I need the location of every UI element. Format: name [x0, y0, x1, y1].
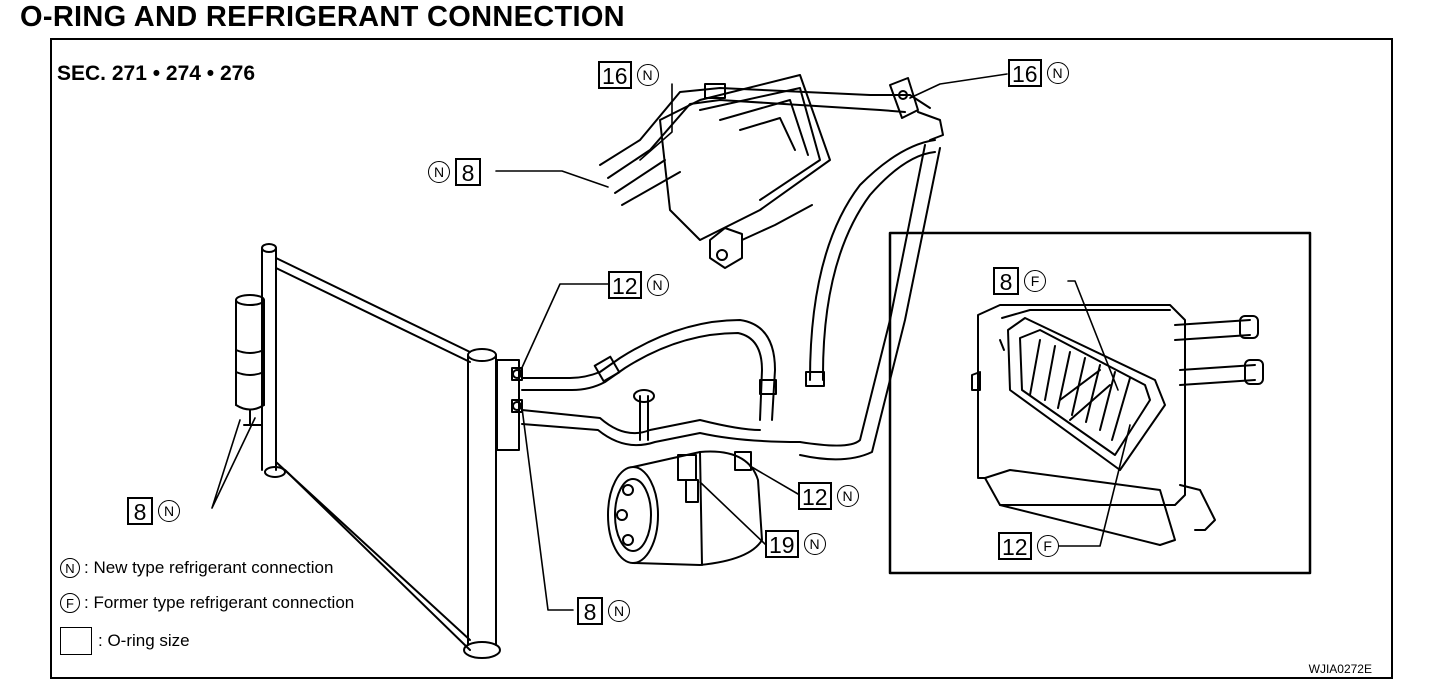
oring-size-box: 8 — [455, 158, 481, 186]
connection-type-symbol: N — [636, 64, 659, 86]
diagram-frame — [50, 38, 1393, 679]
oring-size-square-icon — [60, 627, 92, 655]
connection-type-symbol: F — [1036, 535, 1059, 557]
oring-size-box: 16 — [1008, 59, 1042, 87]
legend-oring-text: : O-ring size — [98, 631, 190, 650]
connection-type-symbol: N — [428, 161, 450, 183]
connection-type-symbol: N — [646, 274, 669, 296]
oring-size-box: 12 — [608, 271, 642, 299]
connection-type-symbol: N — [803, 533, 826, 555]
legend-former-text: : Former type refrigerant connection — [84, 593, 355, 612]
legend-oring-size: : O-ring size — [60, 627, 190, 655]
evaporator-icon — [971, 304, 1264, 546]
legend-former-type: F : Former type refrigerant connection — [60, 593, 354, 613]
leader-lines — [211, 73, 1131, 611]
connection-type-symbol: F — [1024, 270, 1046, 292]
section-label: SEC. 271 • 274 • 276 — [57, 62, 256, 85]
new-type-symbol: N — [60, 558, 80, 578]
callout-8-f-evaporator: 8 F — [993, 267, 1046, 295]
compressor-icon — [607, 450, 763, 566]
callout-16-n-left: 16 N — [598, 61, 659, 89]
oring-size-box: 8 — [127, 497, 153, 525]
connection-type-symbol: N — [836, 485, 859, 507]
evaporator-inset-frame — [888, 231, 1312, 575]
callout-16-n-right: 16 N — [1008, 59, 1069, 87]
callout-8-n-receiver: 8 N — [127, 497, 180, 525]
connection-type-symbol: N — [158, 500, 180, 522]
oring-size-box: 12 — [998, 532, 1032, 560]
legend-new-text: : New type refrigerant connection — [84, 558, 334, 577]
connection-type-symbol: N — [1046, 62, 1069, 84]
oring-size-box: 8 — [577, 597, 603, 625]
receiver-drier-icon — [235, 294, 265, 433]
legend-new-type: N : New type refrigerant connection — [60, 558, 333, 578]
refrigerant-pressure-sensor-icon — [659, 74, 831, 269]
oring-size-box: 19 — [765, 530, 799, 558]
former-type-symbol: F — [60, 593, 80, 613]
top-joint-icon — [889, 77, 944, 141]
callout-12-n-condenser: 12 N — [608, 271, 669, 299]
oring-size-box: 8 — [993, 267, 1019, 295]
connection-type-symbol: N — [608, 600, 630, 622]
callout-8-n-condenser-lower: 8 N — [577, 597, 630, 625]
callout-19-n-compressor: 19 N — [765, 530, 826, 558]
oring-size-box: 16 — [598, 61, 632, 89]
callout-12-f-evaporator: 12 F — [998, 532, 1059, 560]
oring-size-box: 12 — [798, 482, 832, 510]
callout-n-8-top: N 8 — [428, 158, 481, 186]
callout-12-n-compressor: 12 N — [798, 482, 859, 510]
page-title: O-RING AND REFRIGERANT CONNECTION — [20, 1, 625, 33]
refrigerant-lines — [521, 83, 941, 461]
reference-code: WJIA0272E — [1308, 662, 1372, 676]
